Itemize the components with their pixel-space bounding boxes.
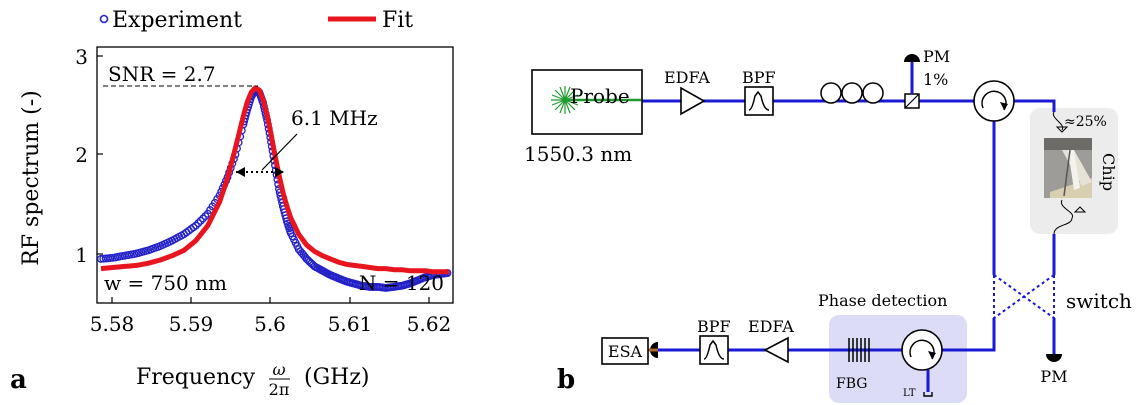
legend-experiment-label: Experiment — [112, 8, 242, 33]
legend-fit-label: Fit — [382, 8, 413, 33]
edfa-bottom-label: EDFA — [748, 317, 794, 336]
panel-b: Probe 1550.3 nm EDFA BPF PM 1% ≈25% — [524, 47, 1132, 403]
pm-top-percentage: 1% — [923, 70, 948, 89]
linewidth-pointer — [261, 133, 298, 171]
bpf-top-box — [744, 86, 774, 116]
x-axis-label-unit: (GHz) — [304, 365, 370, 390]
bpf-bottom-label: BPF — [697, 317, 731, 336]
linewidth-arrow-right-head — [275, 167, 284, 177]
pm-bottom-label: PM — [1040, 367, 1067, 386]
bpf-bottom-box — [699, 335, 729, 365]
fbg-label: FBG — [836, 376, 867, 392]
circulator-top-arrowhead — [1000, 102, 1008, 110]
probe-label: Probe — [570, 84, 630, 108]
lt-label: LT — [903, 388, 916, 399]
y-axis-label: RF spectrum (-) — [19, 90, 44, 266]
input-coupling-arrow — [1052, 111, 1064, 131]
experiment-point — [199, 214, 207, 223]
circulator-bottom-icon — [901, 329, 943, 371]
polarization-controller-icon — [820, 82, 884, 104]
linewidth-annotation: 6.1 MHz — [291, 106, 378, 130]
output-grating-icon — [1073, 206, 1087, 213]
plot-frame — [96, 46, 454, 304]
panel-a: Experiment Fit 5.58 5.59 5.6 5.61 5.62 1… — [10, 8, 454, 399]
switch-label: switch — [1066, 289, 1132, 313]
esa-label: ESA — [608, 342, 643, 361]
edfa-top-label: EDFA — [664, 68, 710, 87]
chip-photo — [1044, 138, 1092, 198]
pm-top-detector-icon — [904, 54, 920, 62]
x-tick-label: 5.59 — [169, 312, 214, 336]
coupling-efficiency: ≈25% — [1064, 114, 1107, 130]
phase-detection-label: Phase detection — [818, 291, 947, 310]
edfa-bottom-icon — [763, 336, 789, 364]
fbg-icon — [848, 338, 870, 362]
probe-wavelength: 1550.3 nm — [524, 142, 632, 166]
bpf-bottom-icon — [703, 339, 725, 360]
x-tick-label: 5.58 — [90, 312, 135, 336]
pm-bottom-detector-icon — [1046, 354, 1062, 362]
esa-box — [601, 337, 649, 365]
experiment-point — [191, 221, 200, 230]
circulator-top-icon — [973, 80, 1015, 122]
snr-annotation: SNR = 2.7 — [108, 62, 216, 86]
experiment-point — [201, 212, 210, 221]
x-tick-label: 5.6 — [254, 312, 286, 336]
legend-experiment-marker — [99, 14, 109, 24]
output-coupling-link — [1053, 217, 1073, 235]
edfa-top-icon — [680, 86, 706, 116]
tap-coupler-diagonal — [904, 93, 920, 109]
probe-laser-box — [531, 69, 643, 135]
y-tick-label: 1 — [75, 243, 88, 267]
experiment-point — [196, 216, 205, 225]
x-axis-label-denominator: 2π — [269, 380, 290, 399]
panel-b-label: b — [557, 365, 575, 395]
fiber-top — [641, 99, 1056, 112]
linewidth-arrow-left-head — [236, 167, 245, 177]
x-ticks — [111, 297, 430, 303]
y-tick-label: 3 — [75, 45, 88, 69]
fit-series-line — [100, 85, 449, 275]
x-axis-label-prefix: Frequency — [136, 365, 256, 390]
panel-a-label: a — [10, 365, 27, 395]
pm-top-label: PM — [923, 47, 950, 66]
experiment-point — [194, 219, 203, 228]
bpf-top-icon — [748, 90, 770, 111]
laser-burst-icon — [551, 86, 579, 114]
switch-cross-2 — [993, 274, 1055, 319]
x-axis-label-numerator: ω — [272, 360, 285, 379]
x-tick-label: 5.61 — [328, 312, 373, 336]
bpf-top-label: BPF — [742, 68, 776, 87]
input-grating-icon — [1055, 126, 1069, 133]
number-of-rings-label: N = 120 — [359, 271, 444, 295]
y-ticks — [97, 55, 103, 255]
circulator-bottom-arrowhead — [928, 351, 936, 359]
x-tick-label: 5.62 — [407, 312, 452, 336]
output-coupling-arrow — [1060, 199, 1074, 219]
waveguide-width-label: w = 750 nm — [104, 271, 227, 295]
chip-label: Chip — [1099, 153, 1118, 191]
y-tick-label: 2 — [75, 143, 88, 167]
lt-termination-icon — [923, 392, 933, 397]
